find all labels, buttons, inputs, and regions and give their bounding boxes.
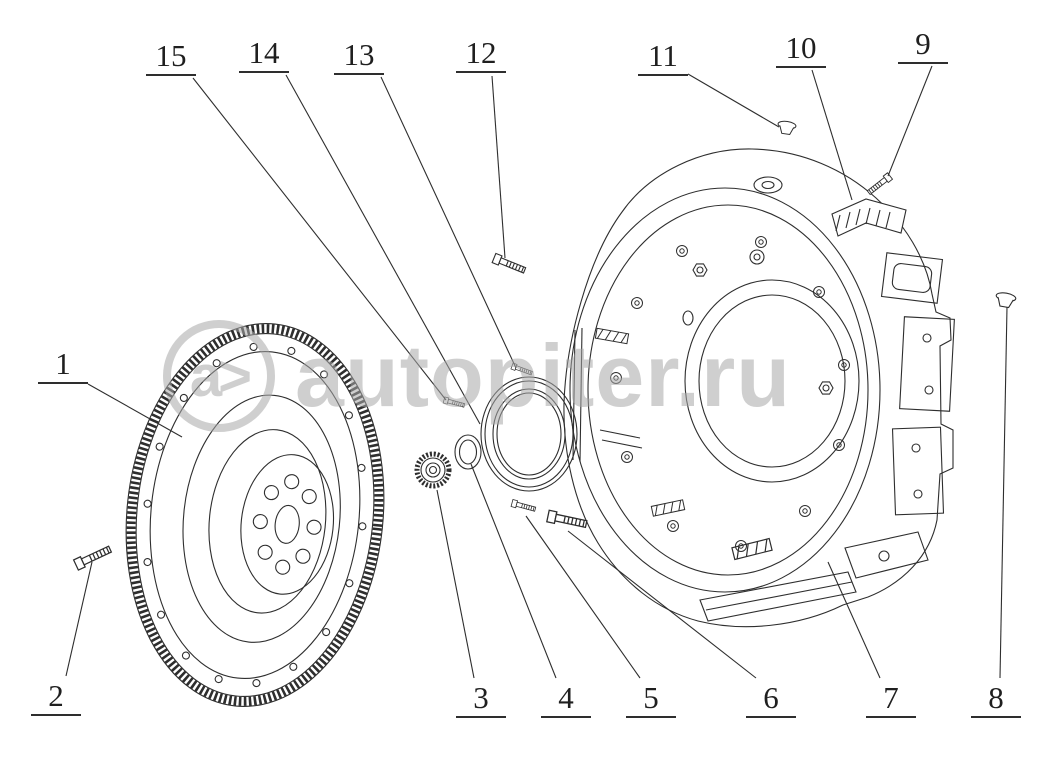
stud-bolt <box>510 499 537 514</box>
cup-plug-side <box>993 290 1017 310</box>
starter-gear <box>414 451 452 489</box>
callout-11: 11 <box>638 39 688 76</box>
flange-nut <box>818 381 834 395</box>
side-port <box>880 252 944 304</box>
dowel-pin <box>442 396 466 409</box>
bottom-lug <box>844 531 929 579</box>
callout-10: 10 <box>776 31 826 68</box>
thrust-washer <box>454 434 482 470</box>
callout-13: 13 <box>334 38 384 75</box>
lifting-bracket <box>831 198 907 237</box>
housing-bolt-upper <box>491 252 528 276</box>
callout-7: 7 <box>866 681 916 718</box>
side-block-upper <box>899 316 955 412</box>
callout-5: 5 <box>626 681 676 718</box>
housing-bolt-lower <box>546 509 589 531</box>
ring-gear-outer <box>125 323 385 707</box>
bracket-bolt <box>865 172 893 197</box>
flywheel-bolt <box>72 543 113 571</box>
callout-2: 2 <box>31 679 81 716</box>
bottom-rail <box>699 571 857 622</box>
callout-14: 14 <box>239 36 289 73</box>
callout-12: 12 <box>456 36 506 73</box>
callout-9: 9 <box>898 27 948 64</box>
flywheel <box>125 323 385 707</box>
callout-8: 8 <box>971 681 1021 718</box>
callout-3: 3 <box>456 681 506 718</box>
flywheel-rim-holes <box>143 342 367 688</box>
leader-lines <box>65 65 1008 679</box>
flywheel-housing <box>563 148 955 628</box>
seal-ring <box>480 376 578 492</box>
callout-6: 6 <box>746 681 796 718</box>
flange-nut <box>692 263 708 277</box>
cup-plug-top <box>776 119 797 136</box>
fasteners <box>72 119 1017 571</box>
callout-1: 1 <box>38 347 88 384</box>
callout-15: 15 <box>146 39 196 76</box>
ring-gear-teeth <box>126 324 384 706</box>
flywheel-hub <box>240 454 335 595</box>
side-block-lower <box>891 426 945 516</box>
callout-4: 4 <box>541 681 591 718</box>
